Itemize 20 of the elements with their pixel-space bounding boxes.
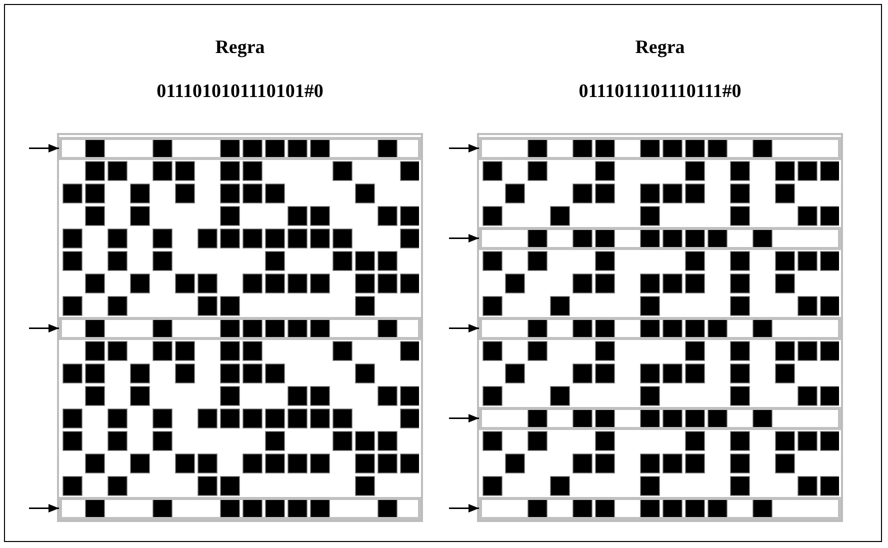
arrow: [449, 414, 479, 422]
arrow: [29, 324, 59, 332]
arrow: [449, 504, 479, 512]
rule-heading: Regra: [214, 36, 266, 60]
arrow: [449, 144, 479, 152]
arrow: [29, 144, 59, 152]
highlight-row: [479, 497, 841, 520]
rule-code: 0111011101110111#0: [578, 80, 742, 104]
arrow: [449, 234, 479, 242]
highlight-row: [59, 317, 421, 340]
highlight-row: [479, 227, 841, 250]
arrow: [449, 324, 479, 332]
highlight-row: [59, 137, 421, 160]
highlight-row: [479, 137, 841, 160]
rule-code: 0111010101110101#0: [156, 80, 324, 104]
rule-heading: Regra: [634, 36, 686, 60]
highlight-row: [59, 497, 421, 520]
arrow: [29, 504, 59, 512]
highlight-row: [479, 407, 841, 430]
highlight-row: [479, 317, 841, 340]
